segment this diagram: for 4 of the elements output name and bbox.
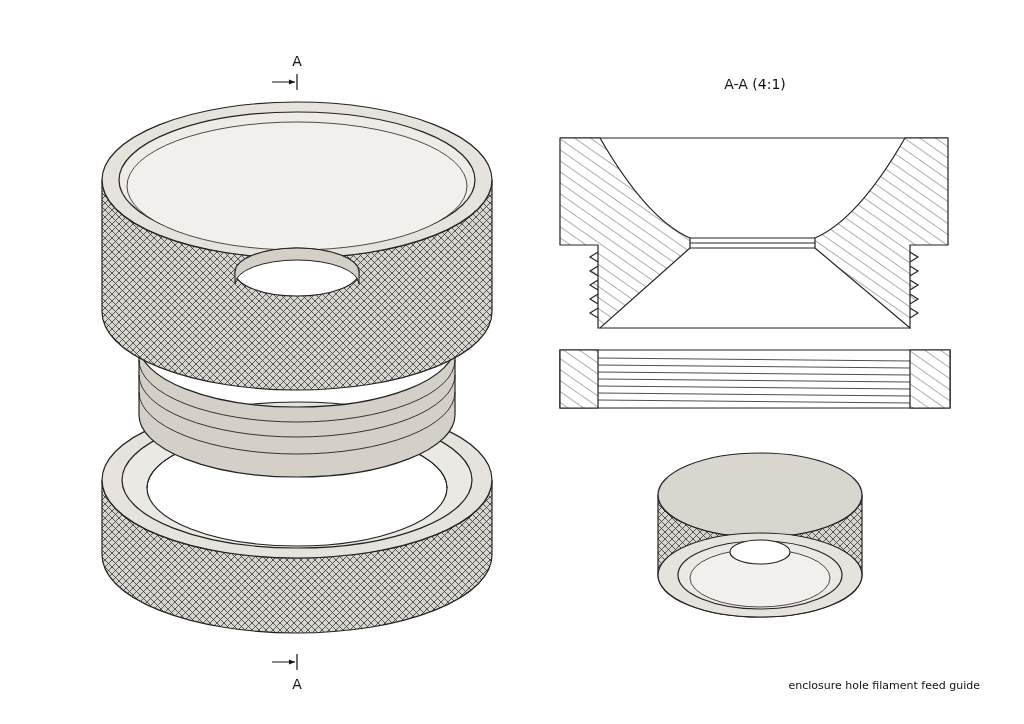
section-letter: A	[292, 53, 302, 69]
caption: enclosure hole filament feed guide	[788, 679, 980, 692]
view-title: A-A (4:1)	[724, 76, 786, 92]
section-letter: A	[292, 676, 302, 692]
